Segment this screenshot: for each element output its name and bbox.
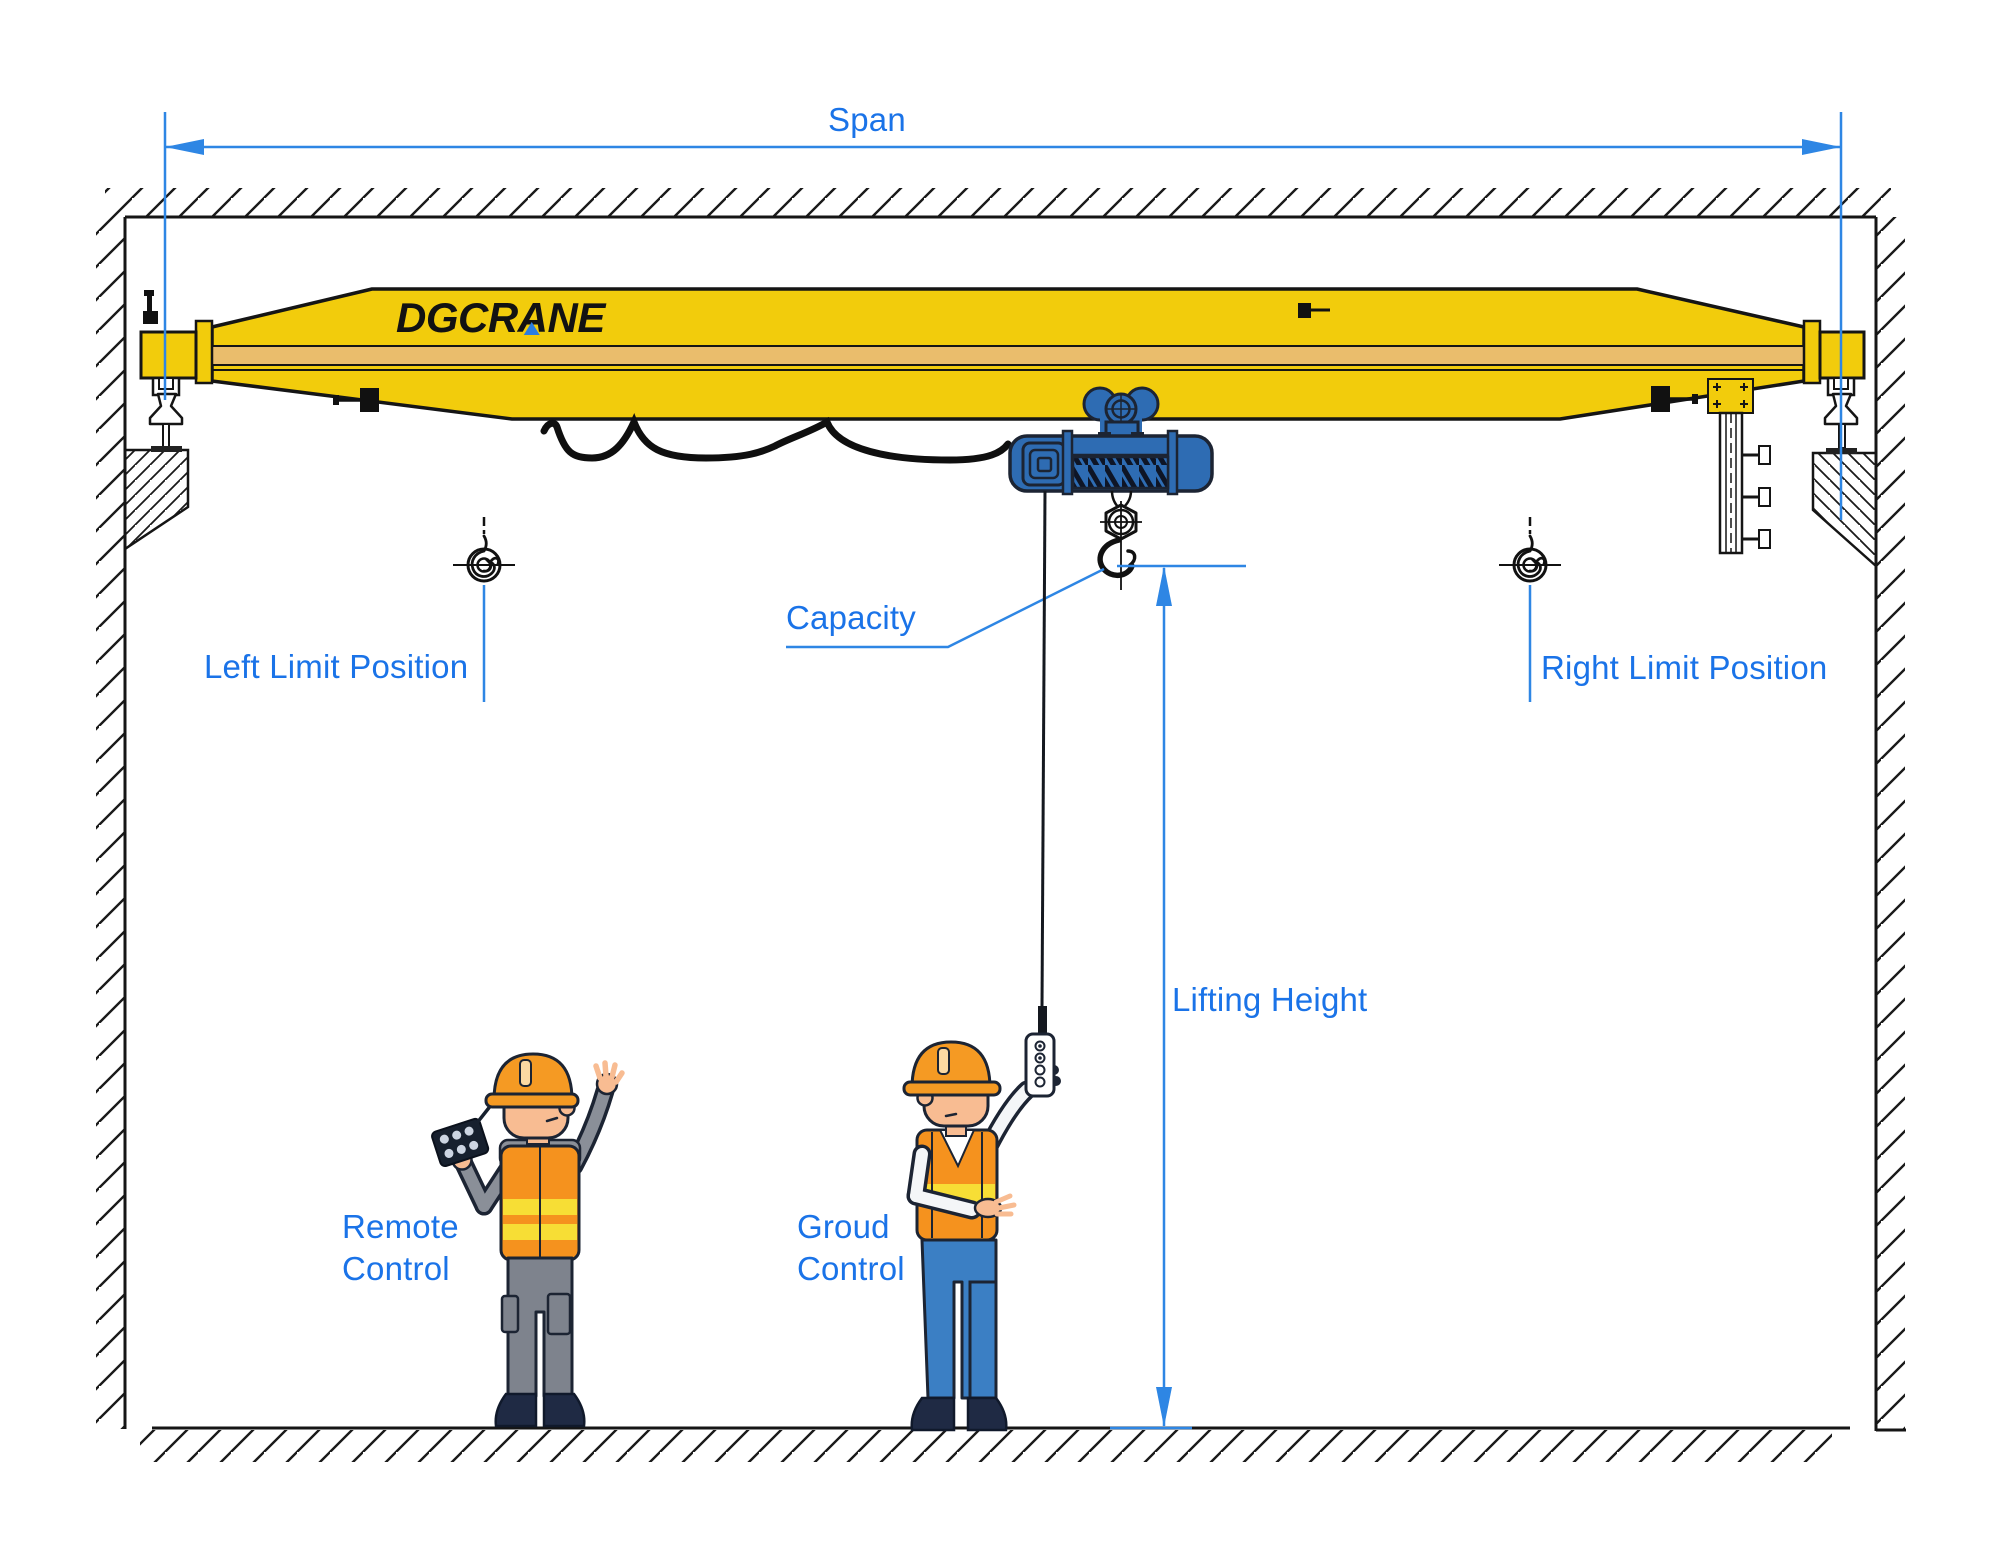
hard-hat-1: [484, 1052, 580, 1109]
pendant-control: [1024, 1032, 1056, 1098]
safety-vest-1: [499, 1144, 581, 1262]
capacity-leader: [786, 567, 1105, 649]
ceiling: [105, 188, 1891, 219]
logo-suffix: NE: [547, 294, 606, 341]
collector-brackets: [1742, 445, 1771, 549]
crane-girder: [139, 287, 1866, 555]
hard-hat-2: [902, 1040, 1002, 1097]
span-arrow-left: [165, 139, 204, 155]
lifting-height-label: Lifting Height: [1172, 981, 1368, 1018]
dimension-annotations: [163, 112, 1843, 1430]
hoist-body: [1008, 429, 1214, 496]
remote-control-line1: Remote: [342, 1208, 459, 1245]
hoist-drum: [1071, 455, 1170, 490]
mid-beam-fitting: [1298, 303, 1330, 318]
right-limit-hook-icon: [1497, 515, 1563, 583]
capacity-label: Capacity: [786, 599, 916, 636]
left-limit-hook-icon: [451, 515, 517, 583]
trolley-wheels: [1082, 386, 1160, 439]
lifting-arrow-up: [1156, 566, 1172, 606]
left-buffer: [143, 290, 158, 324]
floor: [140, 1426, 1850, 1462]
left-limit-stop: [333, 388, 379, 412]
logo-prefix: DGCR: [396, 294, 518, 341]
right-end-truck: [1802, 319, 1866, 454]
worker-ground-control: [902, 1040, 1061, 1432]
waving-hand: [593, 1060, 625, 1096]
festoon-cable: [540, 412, 1012, 464]
girder-stripe: [211, 345, 1805, 366]
pendant-cable: [1038, 490, 1047, 1036]
main-hook: [1097, 537, 1135, 578]
right-wall: [1874, 217, 1906, 1432]
ground-control-line1: Groud: [797, 1208, 890, 1245]
worker-remote-control: [431, 1052, 625, 1428]
span-label: Span: [828, 101, 906, 138]
logo-a-accent-icon: [523, 322, 540, 335]
resting-hand: [973, 1193, 1017, 1219]
remote-transmitter: [431, 1101, 495, 1167]
hoist-trolley: [1008, 386, 1214, 590]
safety-vest-2: [915, 1128, 999, 1242]
left-runway-corbel: [123, 448, 190, 552]
lifting-arrow-down: [1156, 1387, 1172, 1427]
left-limit-label: Left Limit Position: [204, 648, 469, 685]
right-limit-stop: [1651, 386, 1698, 412]
remote-control-line2: Control: [342, 1250, 450, 1287]
span-arrow-right: [1802, 139, 1841, 155]
conductor-bar-assembly: [1707, 378, 1771, 555]
right-runway-corbel: [1811, 451, 1878, 569]
right-limit-label: Right Limit Position: [1541, 649, 1828, 686]
left-wall: [96, 217, 127, 1429]
ground-control-line2: Control: [797, 1250, 905, 1287]
left-end-truck: [139, 290, 214, 452]
hook-block: [1097, 490, 1142, 590]
logo-letter-a: A: [517, 294, 548, 341]
